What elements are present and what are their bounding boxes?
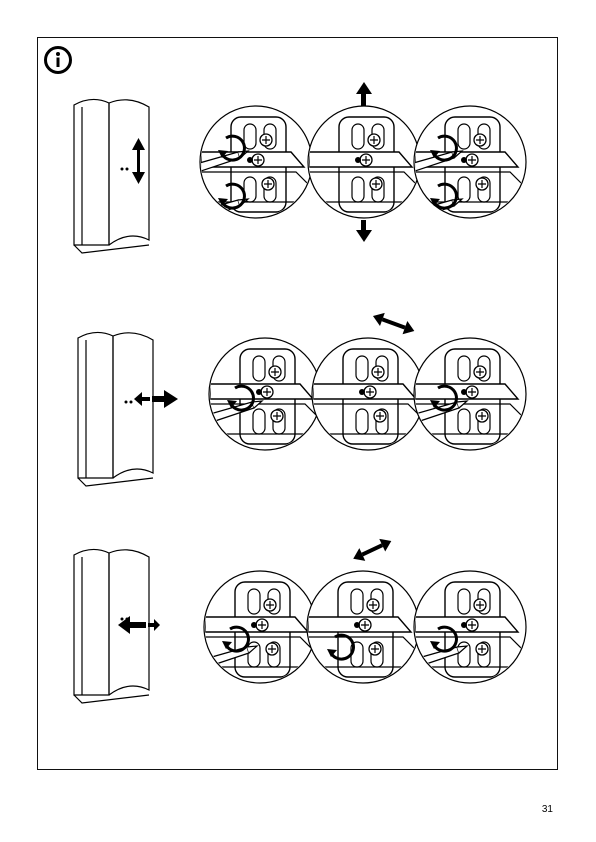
hinge-detail-circle-1 (208, 337, 322, 451)
step-lateral-adjustment (60, 535, 550, 725)
hinge-detail-circle-2 (311, 312, 425, 451)
wardrobe-illustration (77, 331, 154, 487)
up-down-arrow-icon (132, 138, 145, 184)
step-depth-adjustment (60, 310, 550, 500)
hinge-detail-circle-2 (307, 82, 421, 242)
hinge-detail-circle-3 (413, 337, 527, 451)
page-number: 31 (541, 804, 553, 815)
hinge-detail-circle-2 (306, 538, 420, 684)
hinge-detail-circle-1 (199, 105, 313, 219)
hinge-detail-circle-3 (413, 570, 527, 684)
step-vertical-adjustment (60, 80, 550, 270)
left-right-arrow-icon (134, 390, 178, 408)
left-right-arrow-icon (118, 616, 160, 634)
hinge-detail-circle-3 (413, 105, 527, 219)
info-circle-icon (44, 46, 72, 74)
hinge-detail-circle-1 (203, 570, 317, 684)
instruction-frame (37, 37, 558, 770)
